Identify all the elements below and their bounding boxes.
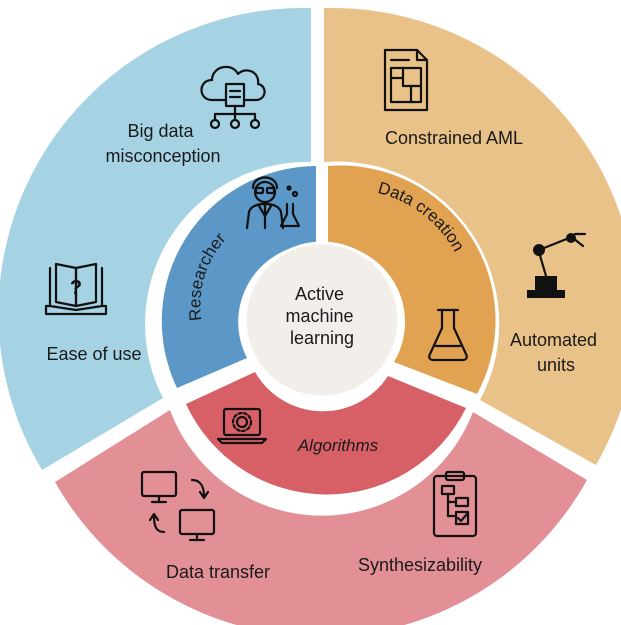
scientist-icon <box>245 176 301 230</box>
core-circle <box>243 241 401 399</box>
outer-segment-left <box>0 7 311 470</box>
book-question-icon <box>44 262 108 316</box>
synthesizability-label: Synthesizability <box>358 555 482 575</box>
big-data-label: Big data misconception <box>105 121 220 166</box>
ease-of-use-label: Ease of use <box>46 344 141 364</box>
outer-segment-bottom <box>55 410 587 625</box>
cloud-network-icon <box>200 65 266 130</box>
clipboard-flowchart-icon <box>432 470 478 538</box>
robot-arm-icon <box>527 232 587 298</box>
inner-segment-data-creation <box>328 165 496 394</box>
book-question-mark: ? <box>70 277 82 299</box>
flask-icon <box>428 308 468 362</box>
automated-units-label: Automated units <box>510 330 602 375</box>
algorithms-label: Algorithms <box>297 436 379 455</box>
inner-segment-algorithms <box>186 372 466 495</box>
outer-segment-right <box>324 7 621 465</box>
inner-segment-researcher <box>161 166 316 388</box>
constrained-aml-label: Constrained AML <box>385 128 523 148</box>
data-transfer-label: Data transfer <box>166 562 270 582</box>
laptop-gear-icon <box>216 407 268 445</box>
document-layout-icon <box>383 48 429 112</box>
monitors-transfer-icon <box>140 470 216 542</box>
core-label: Active machine learning <box>285 284 358 348</box>
